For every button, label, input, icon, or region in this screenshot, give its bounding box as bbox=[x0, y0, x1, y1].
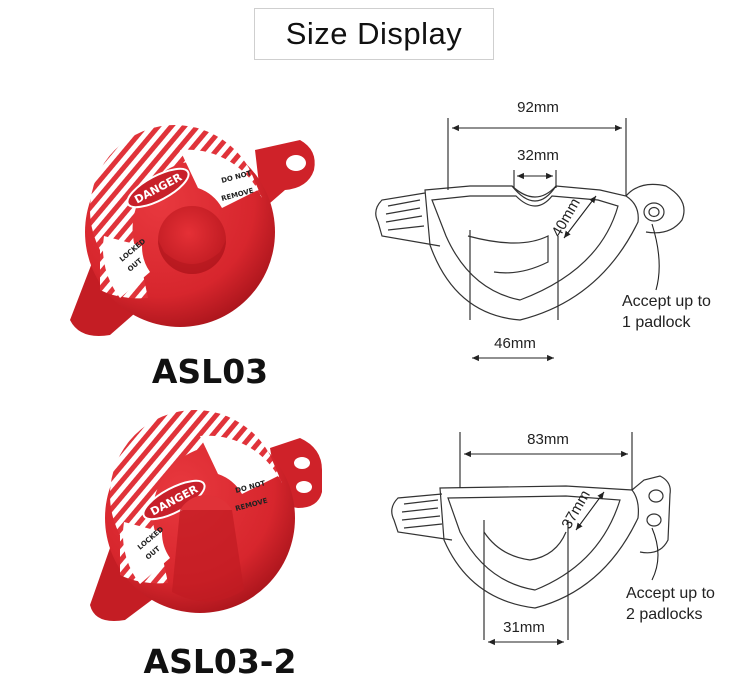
dimension-width-2: 83mm bbox=[527, 431, 569, 448]
product-photo-asl03-2: DANGER DO NOT REMOVE LOCKED OUT bbox=[90, 410, 322, 621]
dimension-diagonal-2: 37mm bbox=[558, 487, 594, 532]
padlock-note-line2: 1 padlock bbox=[622, 314, 691, 331]
product-label-asl03-2: ASL03-2 bbox=[143, 642, 297, 681]
padlock-note-line1: Accept up to bbox=[622, 293, 711, 310]
page-title: Size Display bbox=[254, 8, 494, 60]
padlock-note-line1-2: Accept up to bbox=[626, 585, 715, 602]
dimensions-asl03-2 bbox=[459, 432, 659, 646]
dimension-width: 92mm bbox=[517, 99, 559, 116]
dimension-bottom-2: 31mm bbox=[503, 619, 545, 636]
padlock-note-line2-2: 2 padlocks bbox=[626, 606, 703, 623]
product-label-asl03: ASL03 bbox=[151, 352, 269, 391]
dimension-top: 32mm bbox=[517, 147, 559, 164]
dimensions-asl03 bbox=[447, 118, 660, 362]
dimension-diagonal: 40mm bbox=[548, 195, 584, 240]
technical-drawing-asl03 bbox=[375, 183, 685, 321]
technical-drawing-asl03-2 bbox=[391, 475, 671, 640]
dimension-bottom: 46mm bbox=[494, 335, 536, 352]
product-photo-asl03: DANGER DO NOT REMOVE LOCKED OUT bbox=[70, 125, 315, 336]
